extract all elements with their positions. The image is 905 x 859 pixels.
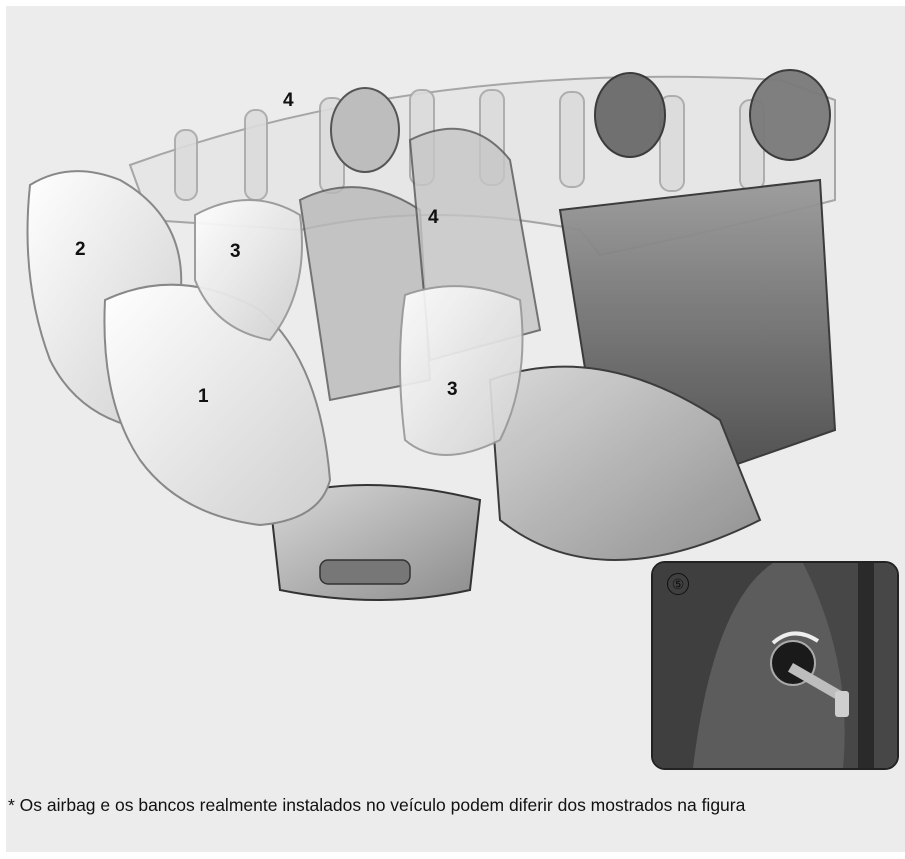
callout-knee-airbag: 2 bbox=[75, 240, 86, 259]
inset-airbag-switch: ⑤ bbox=[651, 561, 899, 770]
callout-curtain-airbag-mid: 4 bbox=[428, 208, 439, 227]
footnote: * Os airbag e os bancos realmente instal… bbox=[8, 795, 903, 816]
callout-side-airbag-rear: 3 bbox=[447, 380, 458, 399]
inset-callout-number: ⑤ bbox=[667, 573, 689, 595]
callout-front-airbag: 1 bbox=[198, 387, 209, 406]
side-airbag-rear bbox=[400, 286, 523, 455]
callout-side-airbag-front: 3 bbox=[230, 242, 241, 261]
switch-icon bbox=[653, 563, 897, 768]
front-airbag bbox=[104, 285, 330, 525]
callout-curtain-airbag-top: 4 bbox=[283, 91, 294, 110]
